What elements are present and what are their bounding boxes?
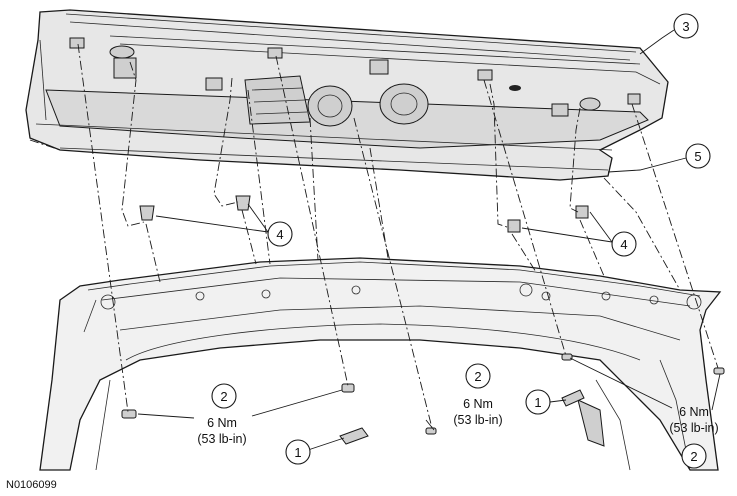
callout-2-middle: 2 xyxy=(465,363,491,389)
torque-imperial: (53 lb-in) xyxy=(197,432,246,446)
torque-value: 6 Nm xyxy=(463,397,493,411)
assembly-lines xyxy=(29,43,719,429)
callout-4-right: 4 xyxy=(611,231,637,257)
torque-value: 6 Nm xyxy=(679,405,709,419)
liftgate-trim-panel xyxy=(25,9,669,181)
torque-spec-left: 6 Nm (53 lb-in) xyxy=(197,416,246,446)
torque-spec-middle: 6 Nm (53 lb-in) xyxy=(453,397,502,427)
torque-imperial: (53 lb-in) xyxy=(669,421,718,435)
leader-lines xyxy=(137,29,721,451)
callout-2-right: 2 xyxy=(681,443,707,469)
callout-1-right: 1 xyxy=(525,389,551,415)
callout-3-label: 3 xyxy=(682,19,689,34)
callout-2-middle-label: 2 xyxy=(474,369,481,384)
callout-1-right-label: 1 xyxy=(534,395,541,410)
callout-2-left-label: 2 xyxy=(220,389,227,404)
callout-4-right-label: 4 xyxy=(620,237,627,252)
callout-3: 3 xyxy=(673,13,699,39)
callout-4-left: 4 xyxy=(267,221,293,247)
callout-1-bottom: 1 xyxy=(285,439,311,465)
fasteners xyxy=(121,195,725,445)
callout-2-right-label: 2 xyxy=(690,449,697,464)
callout-4-left-label: 4 xyxy=(276,227,283,242)
callout-5: 5 xyxy=(685,143,711,169)
figure-id: N0106099 xyxy=(6,479,57,491)
callout-2-left: 2 xyxy=(211,383,237,409)
callout-1-bottom-label: 1 xyxy=(294,445,301,460)
callout-5-label: 5 xyxy=(694,149,701,164)
torque-spec-right: 6 Nm (53 lb-in) xyxy=(669,405,718,435)
torque-imperial: (53 lb-in) xyxy=(453,413,502,427)
torque-value: 6 Nm xyxy=(207,416,237,430)
liftgate-body xyxy=(39,257,722,471)
